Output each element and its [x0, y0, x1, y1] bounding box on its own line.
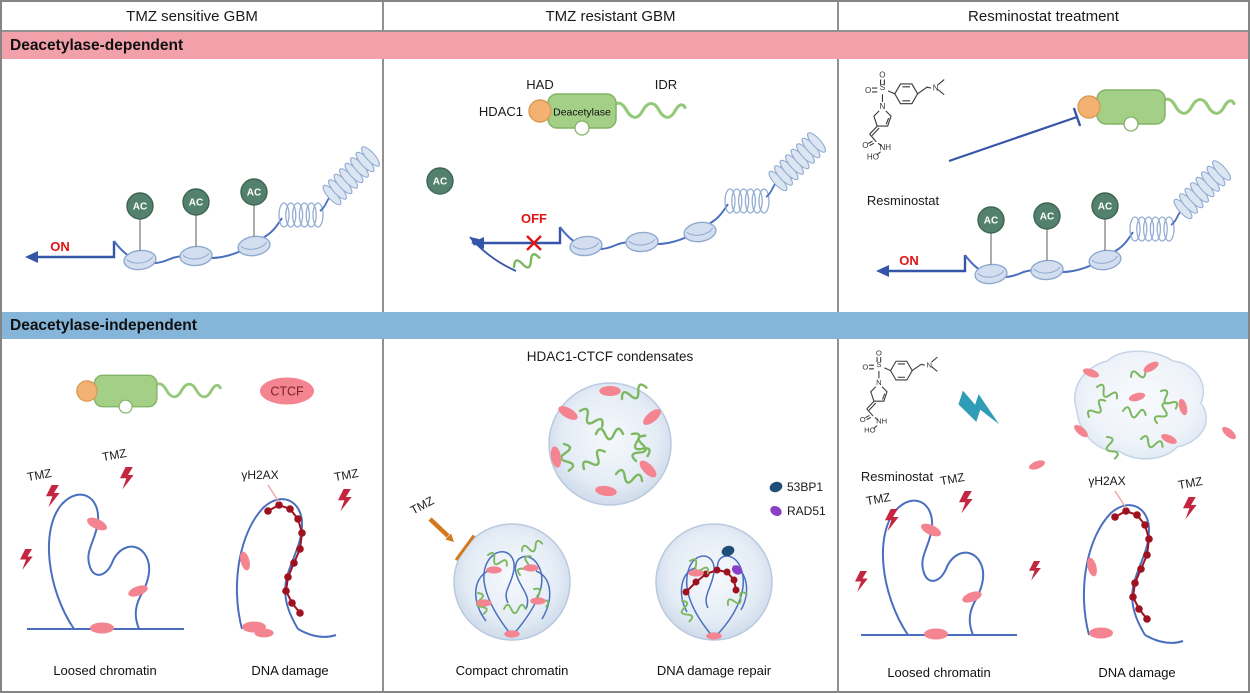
tmz-label: TMZ [333, 466, 360, 484]
panel-dep-resistant: HDAC1 HAD Deacetylase IDR OFF [384, 59, 839, 312]
condensed-chromatin [471, 130, 828, 257]
gh2ax-chain-dots [1111, 507, 1153, 623]
ac-mark [241, 179, 267, 237]
gh2ax-pointer [267, 484, 280, 503]
escaped-ctcf-oval [1027, 458, 1047, 472]
gh2ax-pointer [1114, 490, 1127, 509]
compact-chromatin-drawing: TMZ [408, 493, 571, 641]
ac-mark [1034, 203, 1060, 261]
transcription-off-label: OFF [521, 211, 547, 226]
tmz-blocked-arrow [428, 517, 450, 538]
tmz-label: TMZ [865, 490, 892, 508]
panel-dep-resistant-drawing: HDAC1 HAD Deacetylase IDR OFF [426, 77, 837, 274]
ac-mark [1092, 193, 1118, 251]
tmz-bolt-icon [959, 491, 973, 514]
header-row: TMZ sensitive GBM TMZ resistant GBM Resm… [2, 2, 1248, 32]
escaped-ctcf-oval [1220, 424, 1238, 442]
ac-removal-arrowhead [470, 237, 479, 246]
dna-damage-drawing: γH2AX TMZ [1083, 474, 1204, 644]
rad51-icon [770, 506, 782, 516]
tmz-bolt-icon [120, 467, 134, 490]
caption-loosed-chromatin: Loosed chromatin [887, 665, 990, 680]
ac-mark [978, 207, 1004, 265]
caption-dna-damage: DNA damage [1098, 665, 1175, 680]
hdac1-protein [77, 375, 221, 413]
column-title-tmz-sensitive: TMZ sensitive GBM [2, 2, 384, 32]
tmz-bolt-icon [1029, 561, 1041, 581]
gh2ax-label: γH2AX [1088, 474, 1125, 488]
dna-damage-drawing: γH2AX TMZ [236, 466, 360, 638]
inhibition-line [948, 115, 1078, 163]
caption-compact-chromatin: Compact chromatin [456, 663, 569, 678]
section-banner-deacetylase-independent: Deacetylase-independent [2, 312, 1248, 339]
tmz-bolt-icon [338, 489, 352, 512]
panel-dep-resminostat: Resminostat ON [839, 59, 1248, 312]
condensates-title: HDAC1-CTCF condensates [527, 349, 694, 364]
hdac1-ctcf-condensate [548, 381, 672, 506]
gh2ax-chain-dots [682, 566, 740, 596]
tmz-label: TMZ [101, 446, 128, 464]
legend-53bp1-label: 53BP1 [787, 480, 823, 494]
section-banner-deacetylase-dependent: Deacetylase-dependent [2, 32, 1248, 59]
resminostat-structure [861, 70, 945, 162]
caption-dna-damage-repair: DNA damage repair [657, 663, 772, 678]
rad51-icon [731, 565, 743, 575]
ctcf-oval [260, 377, 314, 405]
tmz-label: TMZ [1177, 474, 1204, 492]
tmz-label: TMZ [408, 493, 436, 517]
tmz-bolt-icon [1183, 497, 1197, 520]
column-title-resminostat: Resminostat treatment [839, 2, 1248, 32]
loosed-chromatin-drawing: TMZ TMZ [855, 470, 1041, 640]
53bp1-icon [769, 481, 783, 493]
tmz-bolt-icon [855, 571, 868, 592]
gh2ax-chain-dots [264, 501, 306, 617]
resminostat-structure [859, 347, 938, 436]
gh2ax-label: γH2AX [241, 468, 278, 482]
hdac1-name-label: HDAC1 [479, 104, 523, 119]
tmz-label: TMZ [939, 470, 966, 488]
hdac1-protein [1078, 90, 1234, 131]
ctcf-label: CTCF [270, 385, 304, 399]
tmz-label: TMZ [26, 466, 53, 484]
repair-legend: 53BP1 RAD51 [769, 480, 826, 518]
tmz-block-bar [454, 534, 476, 561]
caption-dna-damage: DNA damage [251, 663, 328, 678]
legend-rad51-label: RAD51 [787, 504, 826, 518]
53bp1-icon [721, 545, 735, 557]
dissolving-condensate [1027, 350, 1238, 472]
teal-flash-icon [955, 389, 1007, 429]
resminostat-label: Resminostat [861, 469, 934, 484]
blocked-cross-icon [526, 235, 542, 251]
dna-damage-repair-drawing [655, 523, 773, 641]
panel-dep-resminostat-drawing: Resminostat ON [861, 70, 1248, 312]
had-domain-label: HAD [526, 77, 553, 92]
deacetylase-independent-row: CTCF TMZ TMZ [2, 339, 1248, 691]
panel-ind-resminostat-drawing: Resminostat [855, 347, 1238, 680]
panel-ind-resistant: HDAC1-CTCF condensates [384, 339, 839, 691]
idr-domain-label: IDR [655, 77, 677, 92]
loosed-chromatin-drawing: TMZ TMZ [20, 446, 184, 634]
tmz-bolt-icon [20, 549, 33, 570]
transcription-on-label: ON [899, 253, 919, 268]
caption-loosed-chromatin: Loosed chromatin [53, 663, 156, 678]
inhibition-bar [1072, 107, 1082, 127]
resminostat-label: Resminostat [867, 193, 940, 208]
deacetylase-domain-label: Deacetylase [553, 107, 611, 119]
panel-ind-sensitive: CTCF TMZ TMZ [2, 339, 384, 691]
tmz-bolt-icon [46, 485, 60, 508]
panel-ind-resminostat: Resminostat [839, 339, 1248, 691]
panel-ind-resistant-drawing: HDAC1-CTCF condensates [408, 349, 826, 678]
ac-mark [183, 189, 209, 247]
column-title-tmz-resistant: TMZ resistant GBM [384, 2, 839, 32]
idr-fragment-squiggle [511, 251, 543, 274]
deacetylase-dependent-row: ON HDAC1 HAD Deacetylase IDR OFF [2, 59, 1248, 312]
removed-ac-mark [426, 167, 454, 195]
ac-mark [127, 193, 153, 251]
panel-dep-sensitive: ON [2, 59, 384, 312]
transcription-on-label: ON [50, 239, 70, 254]
panel-dep-sensitive-drawing: ON [2, 59, 382, 312]
panel-ind-sensitive-drawing: CTCF TMZ TMZ [20, 339, 360, 678]
